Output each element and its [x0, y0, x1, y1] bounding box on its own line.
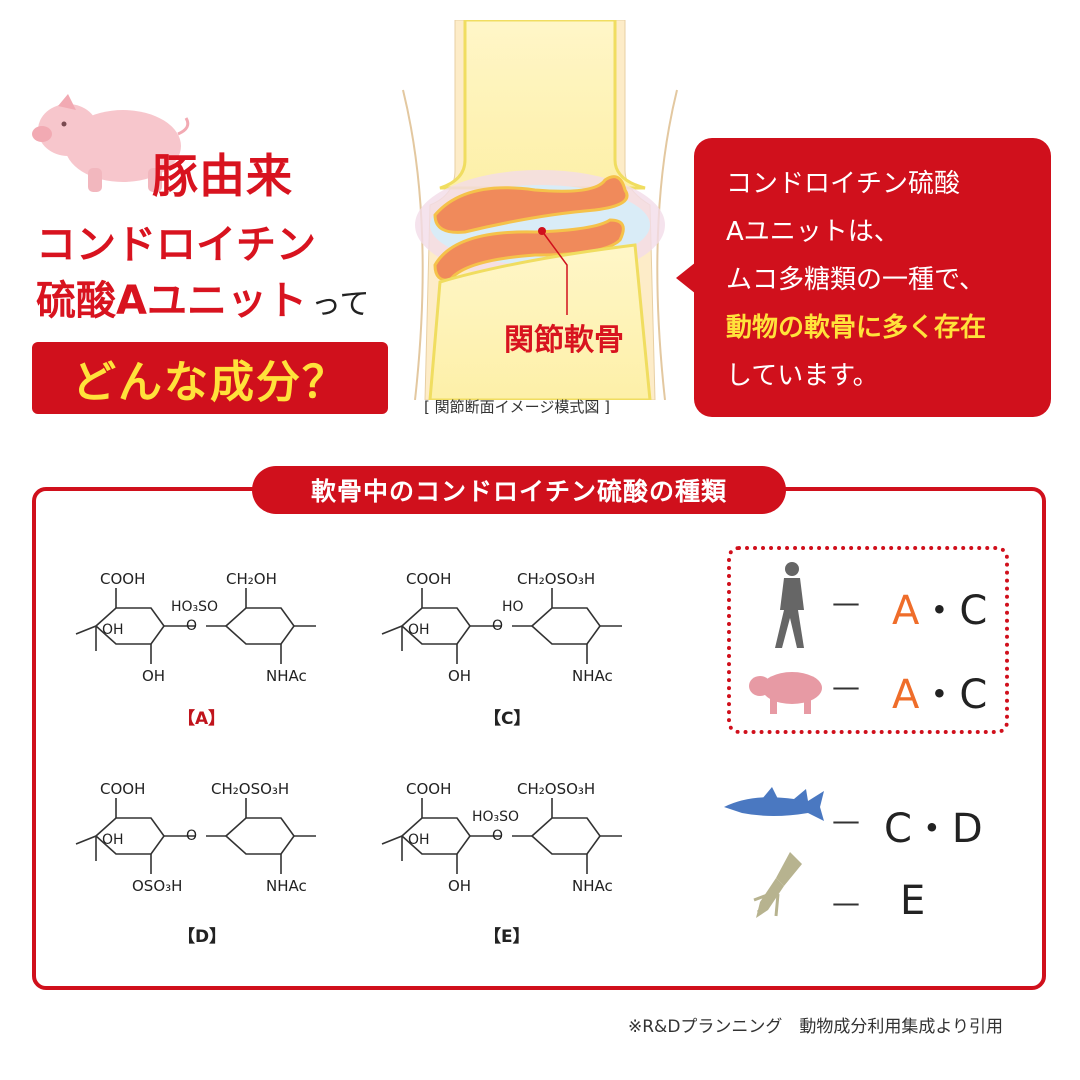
- joint-cross-section-illustration: [402, 20, 678, 400]
- info-bubble: [694, 138, 1051, 417]
- molecule-d-structure: COOH CH₂OSO₃H OH OSO₃H NHAc O: [75, 780, 316, 895]
- molecule-e-top: COOH: [406, 780, 451, 798]
- headline-suffix: って: [310, 287, 370, 322]
- pig-illustration-icon: [32, 94, 190, 192]
- human-icon: [775, 562, 804, 648]
- species-dash-1: —: [832, 586, 860, 619]
- species-dash-3: —: [832, 804, 860, 837]
- section-title: 軟骨中のコンドロイチン硫酸の種類: [310, 477, 727, 506]
- headline-title-sulfate-a-text: 硫酸Aユニット: [36, 278, 307, 324]
- info-bubble-text: コンドロイチン硫酸 Aユニットは、 ムコ多糖類の一種で、 動物の軟骨に多く存在 …: [726, 160, 1046, 400]
- molecule-c: COOH CH₂OSO₃H HO OH OH NHAc O 【C】: [372, 566, 672, 729]
- source-footnote: ※R&Dプランニング 動物成分利用集成より引用: [628, 1017, 1004, 1037]
- svg-text:O: O: [492, 828, 503, 844]
- molecule-a-oh: OH: [102, 622, 124, 638]
- molecule-c-oh: OH: [408, 622, 430, 638]
- molecule-e-oh: OH: [408, 832, 430, 848]
- molecule-a-bottom2: NHAc: [266, 667, 307, 685]
- headline-title-pork-origin: 豚由来: [152, 149, 293, 203]
- molecule-d-label: 【D】: [178, 927, 227, 947]
- molecule-e-label: 【E】: [484, 927, 530, 947]
- question-banner: どんな成分？: [32, 342, 388, 414]
- question-banner-text: どんな成分？: [72, 357, 348, 408]
- bubble-line-4-highlight: 動物の軟骨に多く存在: [726, 313, 987, 343]
- mammal-highlight-box: [727, 546, 1009, 734]
- molecule-a: COOH CH₂OH HO₃SO OH OH NHAc O 【A】: [66, 566, 366, 729]
- molecule-c-top: COOH: [406, 570, 451, 588]
- molecule-c-label: 【C】: [484, 709, 531, 729]
- molecule-e-structure: COOH CH₂OSO₃H HO₃SO OH OH NHAc O: [381, 780, 622, 895]
- joint-caption: [ 関節断面イメージ模式図 ]: [424, 398, 610, 416]
- molecule-a-top: COOH: [100, 570, 145, 588]
- joint-cartilage-label: 関節軟骨: [504, 323, 624, 358]
- species-type-pig: A・C: [892, 672, 988, 718]
- molecule-c-bottom2: NHAc: [572, 667, 613, 685]
- molecule-e-bottom1: OH: [448, 877, 471, 895]
- shark-icon: [724, 787, 824, 821]
- bubble-line-5: しています。: [726, 361, 879, 391]
- molecule-a-top2: CH₂OH: [226, 570, 277, 588]
- species-type-human: A・C: [892, 588, 988, 634]
- molecule-d-oh: OH: [102, 832, 124, 848]
- species-type-shark: C・D: [884, 806, 983, 852]
- molecule-a-bottom1: OH: [142, 667, 165, 685]
- svg-text:O: O: [186, 828, 197, 844]
- species-dash-2: —: [832, 670, 860, 703]
- molecule-d-top2: CH₂OSO₃H: [211, 780, 289, 798]
- molecule-c-top2: CH₂OSO₃H: [517, 570, 595, 588]
- molecule-d-bottom2: NHAc: [266, 877, 307, 895]
- molecule-e-link: HO₃SO: [472, 809, 519, 825]
- section-title-pill: 軟骨中のコンドロイチン硫酸の種類: [252, 466, 786, 514]
- headline-title-sulfate-a: 硫酸Aユニットって: [36, 268, 369, 326]
- molecule-d-top: COOH: [100, 780, 145, 798]
- svg-text:O: O: [186, 618, 197, 634]
- molecule-d-bottom1: OSO₃H: [132, 877, 182, 895]
- bubble-line-1: コンドロイチン硫酸: [726, 169, 961, 199]
- headline-title-chondroitin: コンドロイチン: [36, 222, 316, 268]
- bubble-line-2: Aユニットは、: [726, 217, 900, 247]
- molecule-e-bottom2: NHAc: [572, 877, 613, 895]
- molecule-e: COOH CH₂OSO₃H HO₃SO OH OH NHAc O 【E】: [372, 776, 672, 947]
- molecule-c-link: HO: [502, 599, 524, 615]
- molecule-c-bottom1: OH: [448, 667, 471, 685]
- svg-text:O: O: [492, 618, 503, 634]
- molecule-a-link: HO₃SO: [171, 599, 218, 615]
- molecule-e-top2: CH₂OSO₃H: [517, 780, 595, 798]
- molecule-c-structure: COOH CH₂OSO₃H HO OH OH NHAc O: [381, 570, 622, 685]
- species-type-squid: E: [900, 878, 926, 924]
- bubble-line-3: ムコ多糖類の一種で、: [726, 265, 985, 295]
- molecule-a-structure: COOH CH₂OH HO₃SO OH OH NHAc O: [75, 570, 316, 685]
- bubble-tail: [676, 262, 696, 294]
- molecule-a-label: 【A】: [178, 709, 226, 729]
- species-dash-4: —: [832, 886, 860, 919]
- pig-icon: [749, 672, 822, 714]
- squid-icon: [753, 852, 802, 918]
- molecule-d: COOH CH₂OSO₃H OH OSO₃H NHAc O 【D】: [66, 776, 366, 947]
